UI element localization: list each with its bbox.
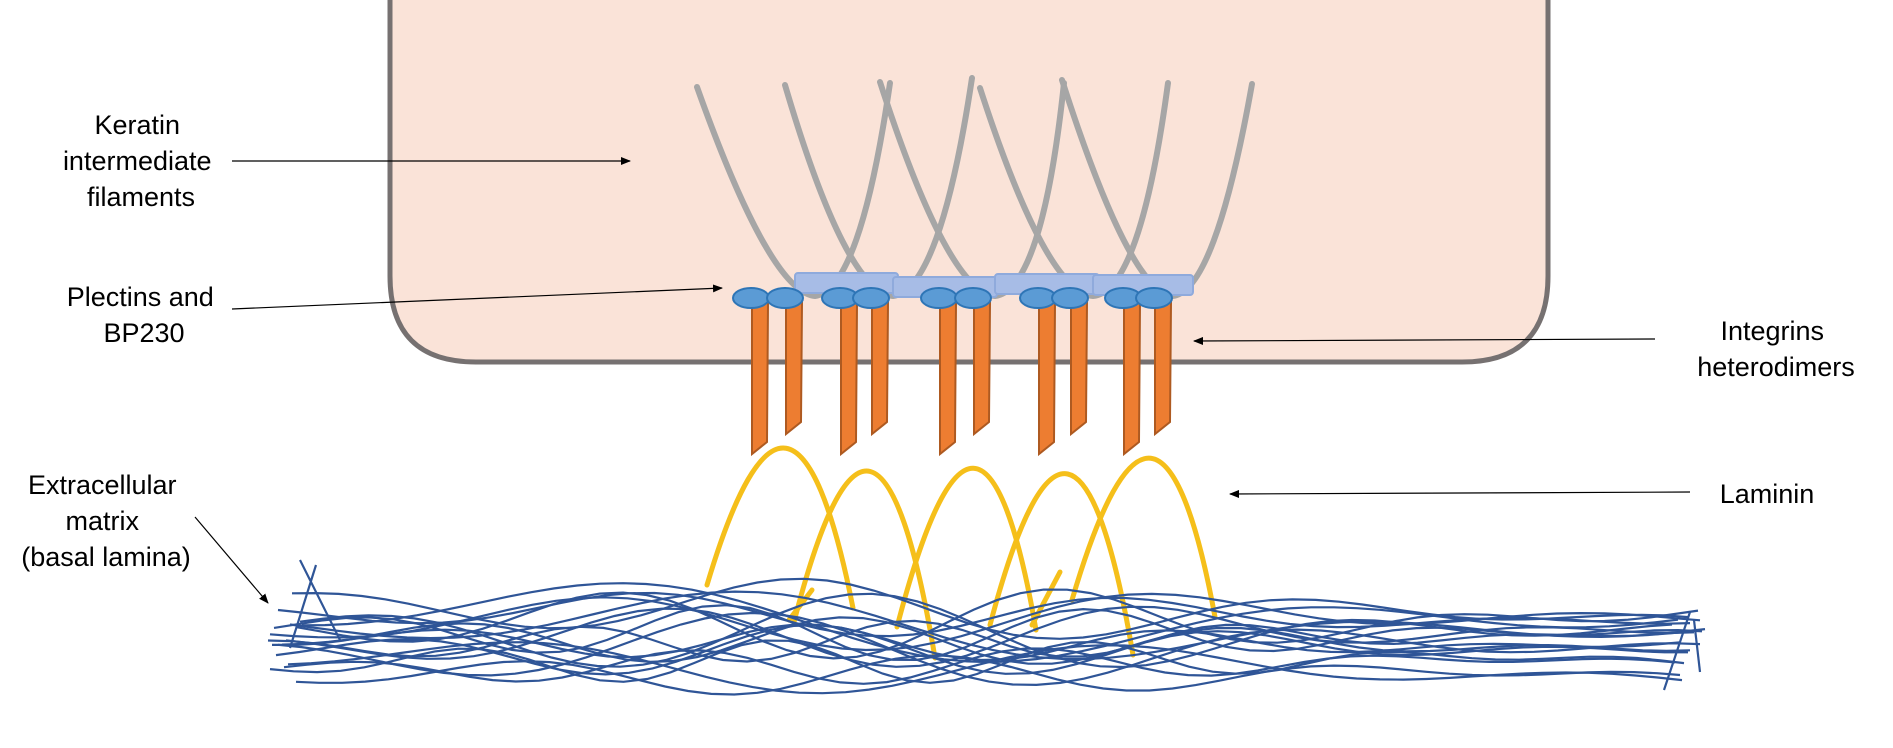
integrins-arrow	[1193, 336, 1656, 345]
plectins-label: Plectins and BP230	[67, 282, 222, 348]
integrin-subunit	[1123, 301, 1142, 457]
integrin-subunit	[973, 301, 992, 437]
hemidesmosome-cap	[920, 287, 958, 309]
integrins-label: Integrins heterodimers	[1697, 316, 1855, 382]
integrin-subunit	[939, 301, 958, 457]
ecm-label: Extracellular matrix (basal lamina)	[21, 470, 191, 572]
plectins-label-line: BP230	[103, 318, 184, 348]
ecm-fiber	[285, 605, 1695, 668]
ecm-label-line: matrix	[65, 506, 139, 536]
hemidesmosome-cap	[1051, 287, 1089, 309]
cell-body	[387, 0, 1551, 365]
laminin-strand	[1069, 455, 1218, 620]
laminin-arrow	[1229, 489, 1691, 498]
keratin-label-line: intermediate	[63, 146, 212, 176]
ecm-fiber	[291, 577, 1689, 640]
integrin-subunit	[785, 301, 804, 437]
laminin-strand	[987, 471, 1136, 658]
laminin-strand	[894, 465, 1039, 633]
laminin-strand	[704, 445, 856, 611]
integrin-heterodimers	[751, 301, 1173, 457]
integrin-subunit	[1154, 301, 1173, 437]
plectins-arrow	[231, 284, 723, 310]
ecm-fiber	[287, 641, 1683, 695]
ecm-fiber	[288, 564, 318, 649]
hemidesmosome-cap	[852, 287, 890, 309]
hemidesmosome-cap	[1019, 287, 1057, 309]
ecm-fiber	[273, 603, 1703, 662]
integrin-subunit	[840, 301, 859, 457]
ecm-fiber	[277, 591, 1691, 638]
laminin-strand	[1029, 569, 1063, 628]
keratin-label: Keratin intermediate filaments	[63, 110, 219, 212]
ecm-fiber	[1662, 611, 1692, 691]
laminin-label-line: Laminin	[1720, 479, 1815, 509]
ecm-label-line: (basal lamina)	[21, 542, 191, 572]
integrins-label-line: heterodimers	[1697, 352, 1855, 382]
hemidesmosome-caps	[732, 287, 1173, 309]
integrins-label-line: Integrins	[1720, 316, 1824, 346]
integrin-subunit	[751, 301, 770, 457]
ecm-fiber	[277, 611, 1701, 687]
ecm-fiber	[299, 559, 341, 641]
laminin-label: Laminin	[1720, 479, 1815, 509]
ecm-fiber	[283, 647, 1676, 685]
integrin-subunit	[871, 301, 890, 437]
ecm-fiber	[295, 588, 1699, 660]
ecm-label-line: Extracellular	[28, 470, 177, 500]
laminin-strand	[791, 468, 938, 661]
ecm-fiber	[295, 654, 1681, 696]
keratin-label-line: Keratin	[94, 110, 180, 140]
laminin-strands	[704, 445, 1218, 661]
keratin-label-line: filaments	[87, 182, 195, 212]
ecm-arrow	[194, 516, 269, 604]
ecm-fiber	[289, 590, 1696, 661]
hemidesmosome-cap	[766, 287, 804, 309]
hemidesmosome-cap	[1135, 287, 1173, 309]
ecm-fiber	[1692, 619, 1702, 673]
plectins-label-line: Plectins and	[67, 282, 214, 312]
keratin-filament	[694, 80, 893, 300]
keratin-filament	[977, 80, 1171, 300]
basal-lamina-fibers	[267, 559, 1706, 696]
ecm-fiber	[269, 639, 1685, 684]
integrin-subunit	[1070, 301, 1089, 437]
integrin-subunit	[1038, 301, 1057, 457]
hemidesmosome-cap	[732, 287, 770, 309]
hemidesmosome-cap	[954, 287, 992, 309]
leader-arrows	[194, 157, 1691, 604]
